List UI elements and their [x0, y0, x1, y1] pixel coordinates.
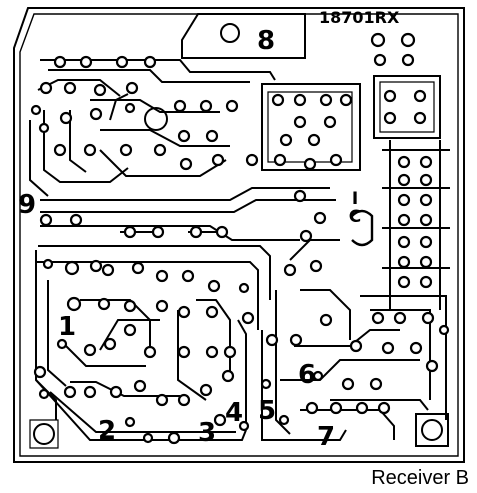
test-point-3: 3	[198, 418, 217, 448]
test-point-6: 6	[298, 360, 317, 390]
test-point-9: 9	[18, 190, 37, 220]
board-caption: Receiver B	[371, 467, 469, 489]
board-outline	[13, 7, 465, 463]
test-point-1: 1	[58, 312, 77, 342]
test-point-4: 4	[225, 398, 244, 428]
board-code-label: 18701RX	[319, 8, 400, 27]
board-inner-outline	[19, 13, 459, 457]
pad-area-8	[181, 13, 306, 59]
test-point-2: 2	[98, 416, 117, 446]
test-point-7: 7	[317, 422, 336, 452]
ic-mark: I C	[348, 189, 362, 227]
test-point-5: 5	[258, 396, 277, 426]
test-point-8: 8	[257, 26, 276, 56]
mount-hole-top	[220, 23, 240, 43]
